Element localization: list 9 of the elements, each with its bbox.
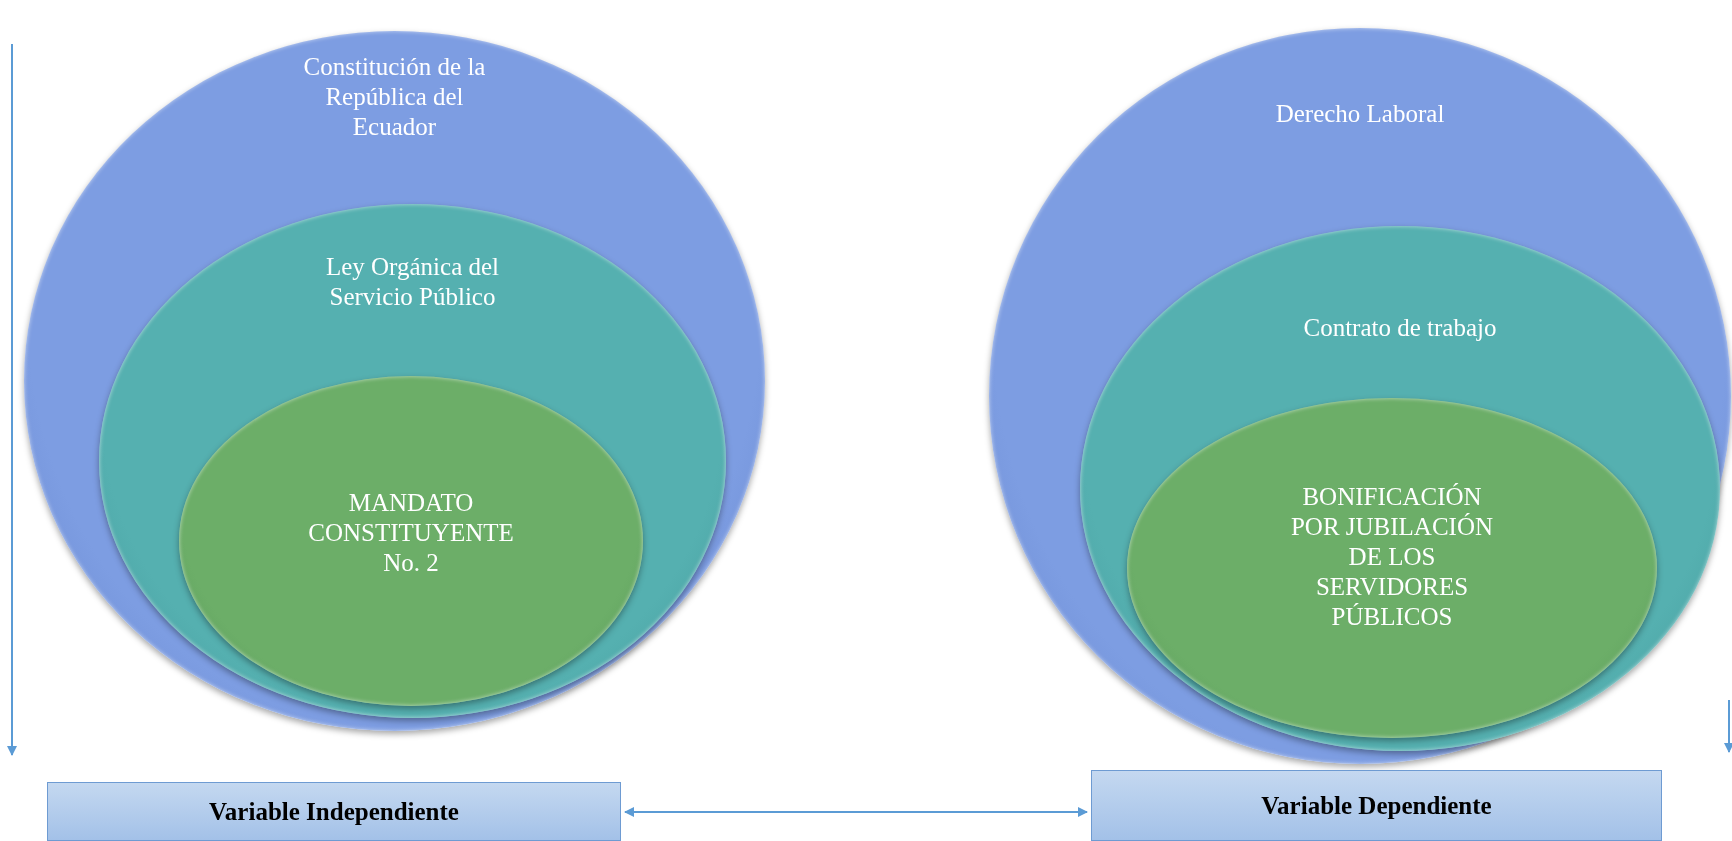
variable-box: Variable Independiente (47, 782, 621, 841)
variable-box: Variable Dependiente (1091, 770, 1662, 841)
circle-label: MANDATO CONSTITUYENTE No. 2 (307, 488, 515, 578)
circle-label: BONIFICACIÓN POR JUBILACIÓN DE LOS SERVIDORES PÚBLICOS (1289, 482, 1495, 632)
circle-label: Derecho Laboral (1274, 99, 1446, 129)
circle-label: Ley Orgánica del Servicio Público (324, 252, 501, 312)
double-arrow (624, 807, 1088, 817)
circle-label: Constitución de la República del Ecuador (302, 52, 487, 142)
circle-label: Contrato de trabajo (1302, 313, 1498, 343)
